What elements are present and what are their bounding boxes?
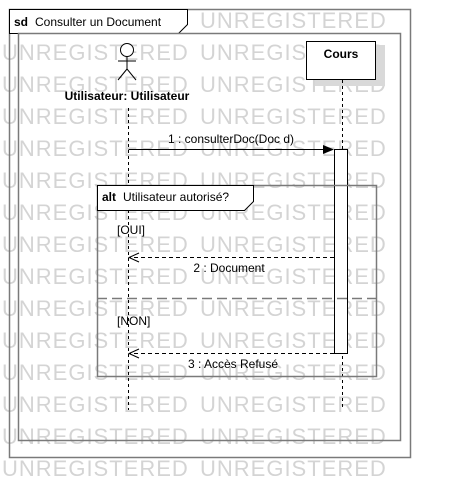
watermark-text: UNREGISTERED <box>2 360 189 385</box>
watermark-text: UNREGISTERED <box>2 264 189 289</box>
actor-stick-figure-icon <box>117 43 137 81</box>
watermark-layer: UNREGISTERED UNREGISTERED UNREGISTERED U… <box>2 8 387 481</box>
watermark-text: UNREGISTERED <box>200 8 387 33</box>
object-box <box>306 41 376 80</box>
watermark-text: UNREGISTERED <box>2 232 189 257</box>
frame-title: Consulter un Document <box>35 15 162 29</box>
object-label: Cours <box>324 47 359 61</box>
fragment-guard-title: Utilisateur autorisé? <box>123 190 229 204</box>
lifeline-utilisateur: Utilisateur: Utilisateur <box>65 43 190 410</box>
operand-guard: [NON] <box>117 314 150 328</box>
message-1: 1 : consulterDoc(Doc d) <box>128 132 334 154</box>
watermark-text: UNREGISTERED <box>2 456 189 481</box>
watermark-text: UNREGISTERED <box>2 392 189 417</box>
message-label: 1 : consulterDoc(Doc d) <box>168 132 294 146</box>
outer-frame-border <box>8 8 412 459</box>
open-arrowhead-icon <box>127 252 140 263</box>
watermark-text: UNREGISTERED <box>2 72 189 97</box>
alt-fragment: alt Utilisateur autorisé? [OUI] [NON] <box>96 184 378 378</box>
watermark-text: UNREGISTERED <box>200 264 387 289</box>
frame-tab <box>9 9 188 34</box>
watermark-text: UNREGISTERED <box>200 328 387 353</box>
watermark-text: UNREGISTERED <box>2 424 189 449</box>
frame-keyword: sd <box>14 15 28 29</box>
watermark-text: UNREGISTERED <box>200 360 387 385</box>
inner-frame-border <box>17 32 402 442</box>
watermark-text: UNREGISTERED <box>200 104 387 129</box>
open-arrowhead-icon <box>127 348 140 359</box>
watermark-text: UNREGISTERED <box>2 104 189 129</box>
watermark-text: UNREGISTERED <box>2 40 189 65</box>
actor-label: Utilisateur: Utilisateur <box>65 89 190 103</box>
message-3: 3 : Accès Refusé <box>127 348 334 371</box>
fragment-tab <box>97 185 254 211</box>
watermark-text: UNREGISTERED <box>200 296 387 321</box>
activation-bar <box>334 149 348 354</box>
message-2: 2 : Document <box>127 252 334 275</box>
watermark-text: UNREGISTERED <box>200 136 387 161</box>
filled-arrowhead-icon <box>323 145 334 154</box>
watermark-text: UNREGISTERED <box>200 232 387 257</box>
watermark-text: UNREGISTERED <box>2 328 189 353</box>
lifeline-cours: Cours <box>306 41 385 410</box>
fragment-operator: alt <box>102 190 116 204</box>
watermark-text: UNREGISTERED <box>200 456 387 481</box>
watermark-text: UNREGISTERED <box>2 136 189 161</box>
message-label: 3 : Accès Refusé <box>188 357 278 371</box>
message-label: 2 : Document <box>193 261 265 275</box>
watermark-text: UNREGISTERED <box>2 296 189 321</box>
sd-frame: sd Consulter un Document <box>8 8 412 459</box>
operand-guard: [OUI] <box>117 223 145 237</box>
watermark-text: UNREGISTERED <box>200 392 387 417</box>
watermark-text: UNREGISTERED <box>200 424 387 449</box>
